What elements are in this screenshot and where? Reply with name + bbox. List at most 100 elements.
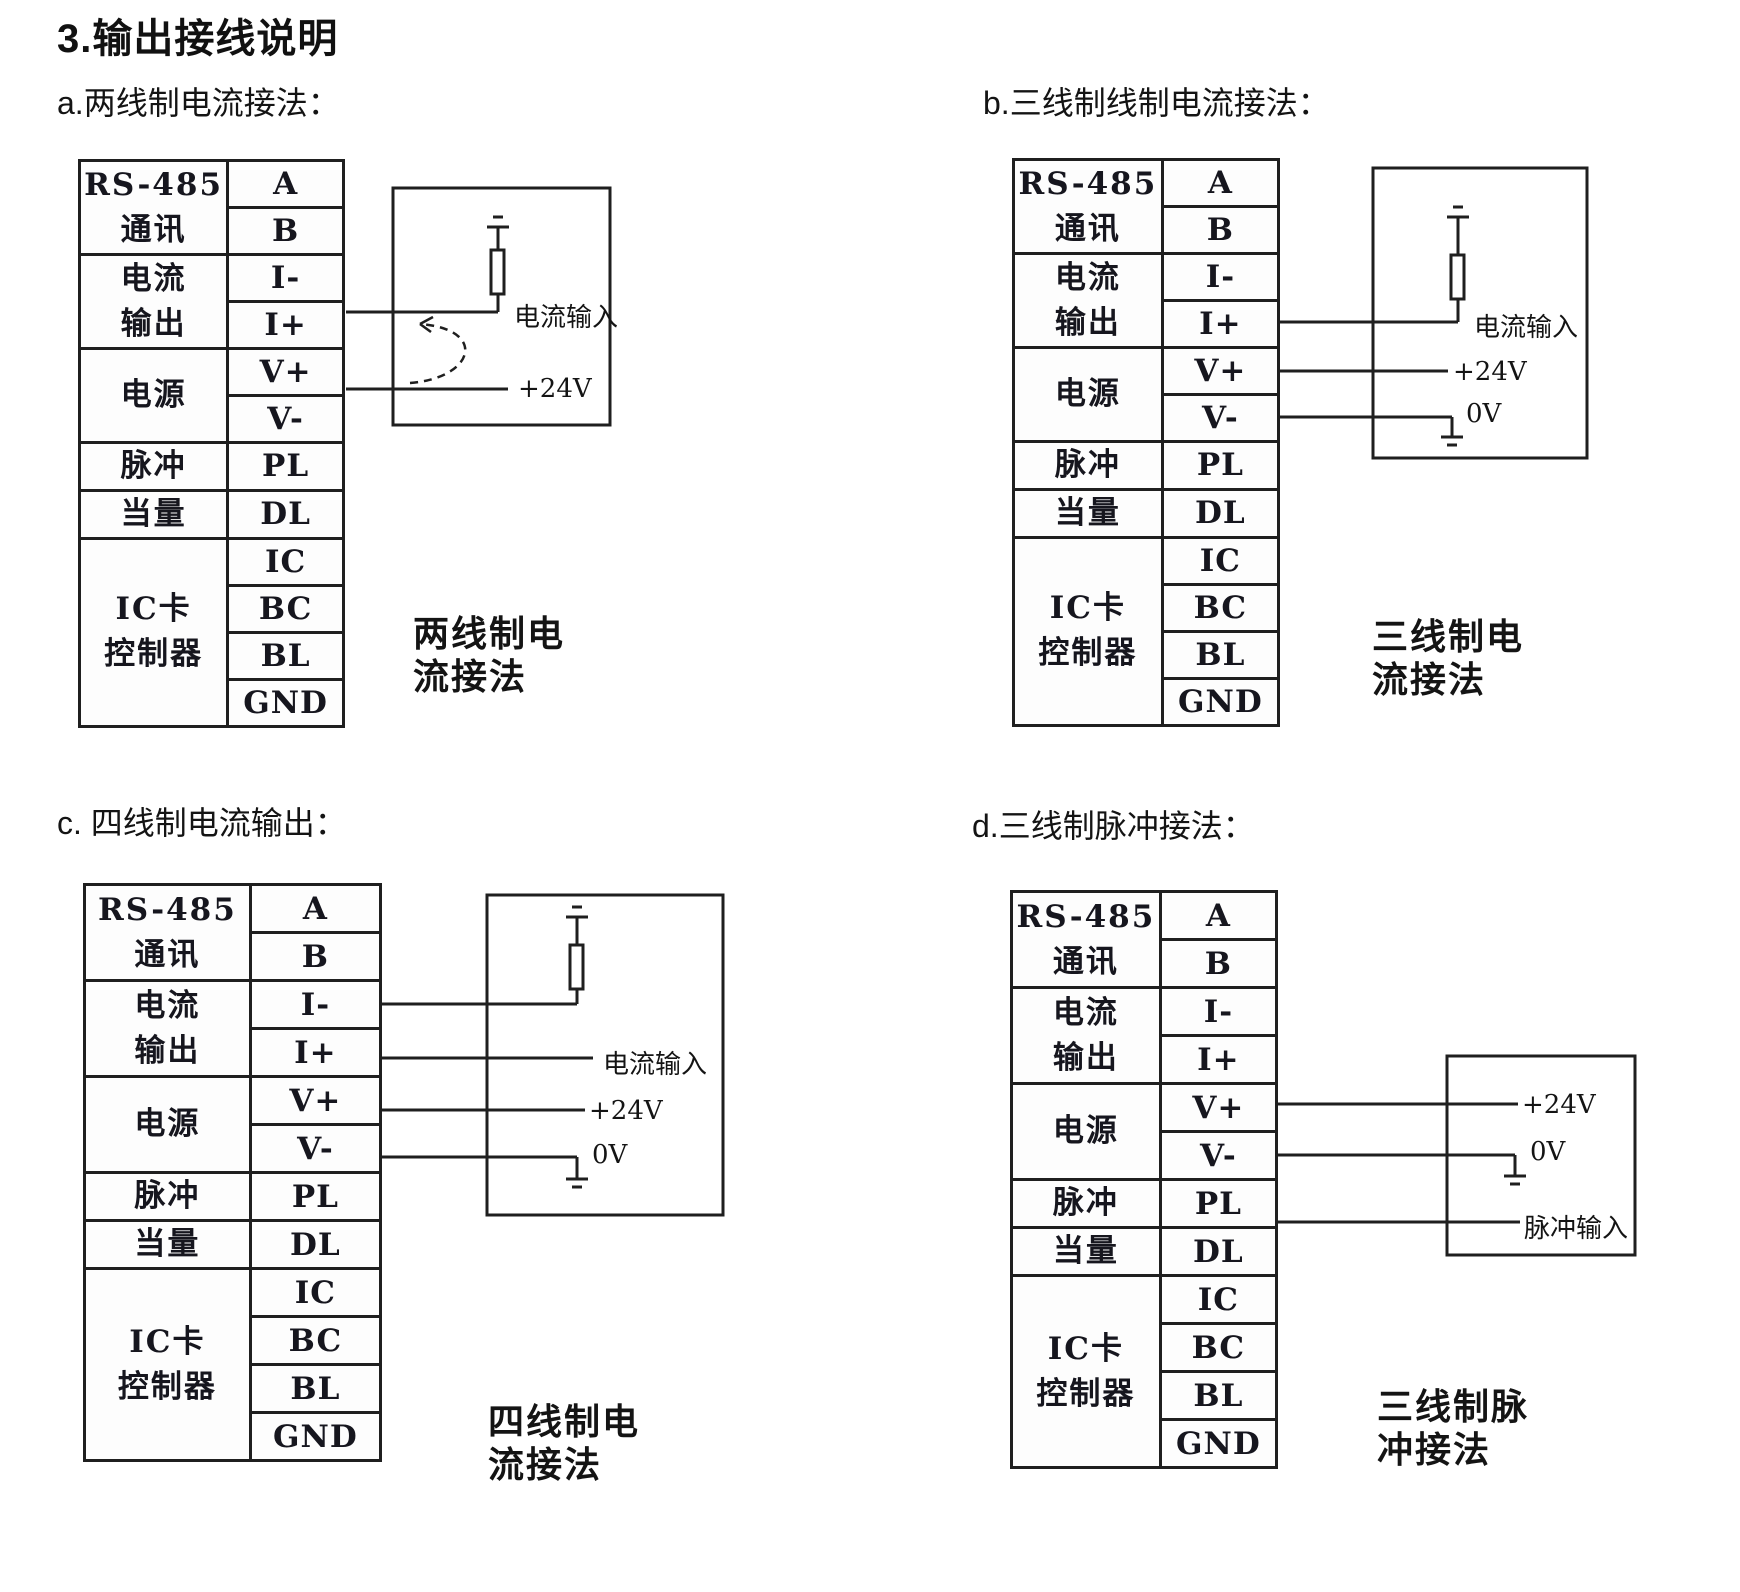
terminal-cell: BL <box>248 1363 383 1414</box>
ground-icon <box>566 905 588 945</box>
terminal-group-label: 电流 输出 <box>1010 986 1162 1085</box>
page-title: 3.输出接线说明 <box>57 17 339 61</box>
terminal-cell: A <box>226 159 345 209</box>
terminal-cell: B <box>1158 938 1279 989</box>
label-0v-d: 0V <box>1530 1137 1566 1167</box>
terminal-group-label: 脉冲 <box>1012 440 1164 491</box>
caption-three-wire-pulse: 三线制脉 冲接法 <box>1377 1386 1530 1471</box>
terminal-group-label: 当量 <box>1010 1226 1162 1277</box>
terminal-cell: BL <box>1160 629 1281 680</box>
label-0v-c: 0V <box>592 1140 628 1170</box>
terminal-cell: IC <box>226 536 345 587</box>
heading-two-wire-current: a.两线制电流接法： <box>57 85 340 121</box>
terminal-cell: PL <box>1160 440 1281 491</box>
label-24v-c: +24V <box>589 1096 663 1126</box>
ground-icon <box>566 1157 588 1189</box>
terminal-cell: V- <box>1160 393 1281 443</box>
terminal-cell: IC <box>1160 535 1281 586</box>
terminal-cell: PL <box>248 1171 383 1222</box>
terminal-group-label: 脉冲 <box>77 441 230 492</box>
label-24v-a: +24V <box>518 374 592 404</box>
terminal-cell: I- <box>1158 986 1279 1037</box>
terminal-cell: V- <box>248 1123 383 1174</box>
terminal-group-label: 电流 输出 <box>77 253 230 350</box>
terminal-cell: I+ <box>1160 299 1281 349</box>
resistor <box>568 943 585 991</box>
terminal-group-label: 电源 <box>1012 346 1164 443</box>
terminal-cell: I- <box>248 979 383 1030</box>
terminal-cell: I+ <box>226 300 345 350</box>
terminal-cell: V- <box>226 394 345 444</box>
label-current-input-a: 电流输入 <box>514 303 619 333</box>
terminal-group-label: IC卡 控制器 <box>83 1267 252 1462</box>
terminal-group-label: RS-485 通讯 <box>1012 158 1164 255</box>
caption-four-wire-current: 四线制电 流接法 <box>488 1401 641 1486</box>
terminal-cell: DL <box>1160 487 1281 539</box>
terminal-group-label: 脉冲 <box>83 1171 252 1222</box>
terminal-cell: BC <box>248 1315 383 1366</box>
terminal-cell: GND <box>248 1411 383 1462</box>
terminal-cell: V+ <box>1160 346 1281 396</box>
terminal-group-label: RS-485 通讯 <box>77 159 230 256</box>
terminal-cell: A <box>1160 158 1281 208</box>
terminal-group-label: IC卡 控制器 <box>1012 535 1164 727</box>
terminal-group-label: 当量 <box>1012 487 1164 539</box>
label-24v-d: +24V <box>1522 1090 1596 1120</box>
label-24v-b: +24V <box>1453 357 1527 387</box>
caption-two-wire-current: 两线制电 流接法 <box>413 613 566 698</box>
terminal-cell: BC <box>1158 1322 1279 1373</box>
terminal-group-label: 当量 <box>77 488 230 540</box>
terminal-cell: DL <box>226 488 345 540</box>
resistor <box>1449 253 1466 301</box>
terminal-cell: I+ <box>248 1027 383 1078</box>
terminal-cell: BC <box>1160 582 1281 633</box>
terminal-cell: BC <box>226 583 345 634</box>
terminal-cell: IC <box>1158 1274 1279 1325</box>
heading-three-wire-pulse: d.三线制脉冲接法： <box>972 808 1255 844</box>
label-pulse-input-d: 脉冲输入 <box>1524 1214 1629 1244</box>
terminal-cell: BL <box>226 630 345 681</box>
ground-icon <box>1504 1155 1526 1186</box>
terminal-cell: V+ <box>1158 1082 1279 1133</box>
terminal-cell: B <box>226 206 345 256</box>
loop-arrow-icon <box>409 315 467 385</box>
terminal-cell: I- <box>1160 252 1281 302</box>
resistor <box>489 248 506 296</box>
terminal-cell: DL <box>248 1219 383 1270</box>
terminal-cell: I+ <box>1158 1034 1279 1085</box>
terminal-group-label: RS-485 通讯 <box>1010 890 1162 989</box>
terminal-group-label: RS-485 通讯 <box>83 883 252 982</box>
terminal-cell: A <box>248 883 383 934</box>
terminal-cell: PL <box>1158 1178 1279 1229</box>
terminal-cell: V+ <box>248 1075 383 1126</box>
terminal-group-label: IC卡 控制器 <box>1010 1274 1162 1469</box>
terminal-cell: A <box>1158 890 1279 941</box>
terminal-group-label: 电源 <box>1010 1082 1162 1181</box>
terminal-group-label: 当量 <box>83 1219 252 1270</box>
terminal-group-label: 电源 <box>83 1075 252 1174</box>
terminal-cell: GND <box>1160 676 1281 727</box>
terminal-group-label: 电流 输出 <box>83 979 252 1078</box>
heading-three-wire-current: b.三线制线制电流接法： <box>983 85 1330 121</box>
terminal-cell: GND <box>226 677 345 728</box>
terminal-cell: I- <box>226 253 345 303</box>
terminal-group-label: 电流 输出 <box>1012 252 1164 349</box>
label-current-input-c: 电流输入 <box>603 1050 708 1080</box>
terminal-group-label: IC卡 控制器 <box>77 536 230 728</box>
terminal-cell: V+ <box>226 347 345 397</box>
label-current-input-b: 电流输入 <box>1474 313 1579 343</box>
caption-three-wire-current: 三线制电 流接法 <box>1372 616 1525 701</box>
terminal-cell: V- <box>1158 1130 1279 1181</box>
terminal-cell: BL <box>1158 1370 1279 1421</box>
terminal-cell: GND <box>1158 1418 1279 1469</box>
heading-four-wire-current: c. 四线制电流输出： <box>57 805 347 841</box>
terminal-cell: PL <box>226 441 345 492</box>
ground-icon <box>1441 417 1463 447</box>
terminal-cell: IC <box>248 1267 383 1318</box>
ground-icon <box>487 215 509 250</box>
ground-icon <box>1447 205 1469 255</box>
terminal-group-label: 脉冲 <box>1010 1178 1162 1229</box>
